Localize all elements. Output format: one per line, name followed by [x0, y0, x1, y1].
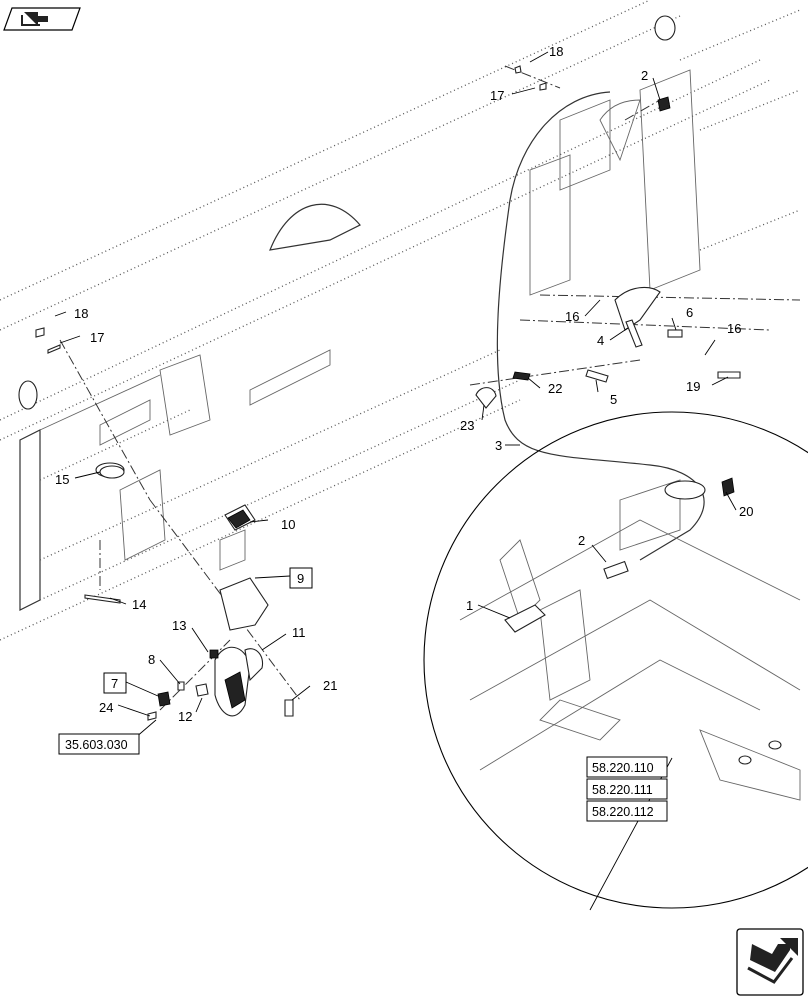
- callout-11: 11: [292, 625, 306, 640]
- callout-21: 21: [323, 678, 337, 693]
- svg-text:35.603.030: 35.603.030: [65, 738, 128, 752]
- cable-part-3: [496, 91, 705, 561]
- callout-10: 10: [281, 517, 295, 532]
- callout-2-detail: 2: [578, 533, 585, 548]
- callout-15: 15: [55, 472, 69, 487]
- assembly-axes: [59, 65, 801, 711]
- left-parts: [35, 327, 125, 604]
- boxed-callout-9: 9: [297, 571, 304, 586]
- callout-24: 24: [99, 700, 113, 715]
- svg-text:58.220.111: 58.220.111: [592, 783, 653, 797]
- clamp-bracket-assembly: [147, 504, 294, 721]
- callout-16-mid: 16: [565, 309, 579, 324]
- callout-5: 5: [610, 392, 617, 407]
- callout-12: 12: [178, 709, 192, 724]
- callout-18-top: 18: [549, 44, 563, 59]
- svg-text:58.220.110: 58.220.110: [592, 761, 654, 775]
- ref-box-58-220-111[interactable]: 58.220.111: [586, 778, 668, 800]
- callout-labels: 18 17 2 18 17 16 4 6 16 22 5 19 23 3 15 …: [55, 44, 753, 724]
- callout-3: 3: [495, 438, 502, 453]
- upper-right-parts: [475, 65, 741, 409]
- callout-4: 4: [597, 333, 604, 348]
- callout-18-left: 18: [74, 306, 88, 321]
- callout-17-left: 17: [90, 330, 104, 345]
- previous-page-arrow-icon[interactable]: [3, 7, 81, 31]
- callout-20: 20: [739, 504, 753, 519]
- callout-13: 13: [172, 618, 186, 633]
- leader-lines: [54, 51, 737, 911]
- callout-17-top: 17: [490, 88, 504, 103]
- boxed-callouts: 9 7: [103, 567, 313, 694]
- ref-box-58-220-110[interactable]: 58.220.110: [586, 756, 668, 778]
- ref-box-35-603-030[interactable]: 35.603.030: [58, 733, 140, 755]
- callout-14: 14: [132, 597, 146, 612]
- callout-23: 23: [460, 418, 474, 433]
- callout-22: 22: [548, 381, 562, 396]
- next-page-arrow-icon[interactable]: [736, 928, 804, 996]
- callout-16-right: 16: [727, 321, 741, 336]
- callout-6: 6: [686, 305, 693, 320]
- callout-2-top: 2: [641, 68, 648, 83]
- boxed-callout-7: 7: [111, 676, 118, 691]
- detail-magnified-view: [423, 411, 808, 909]
- callout-8: 8: [148, 652, 155, 667]
- callout-1: 1: [466, 598, 473, 613]
- reference-boxes: 35.603.030 58.220.110 58.220.111 58.220.…: [58, 733, 668, 822]
- main-frame-beam: [0, 0, 801, 641]
- callout-19: 19: [686, 379, 700, 394]
- ref-box-58-220-112[interactable]: 58.220.112: [586, 800, 668, 822]
- svg-text:58.220.112: 58.220.112: [592, 805, 654, 819]
